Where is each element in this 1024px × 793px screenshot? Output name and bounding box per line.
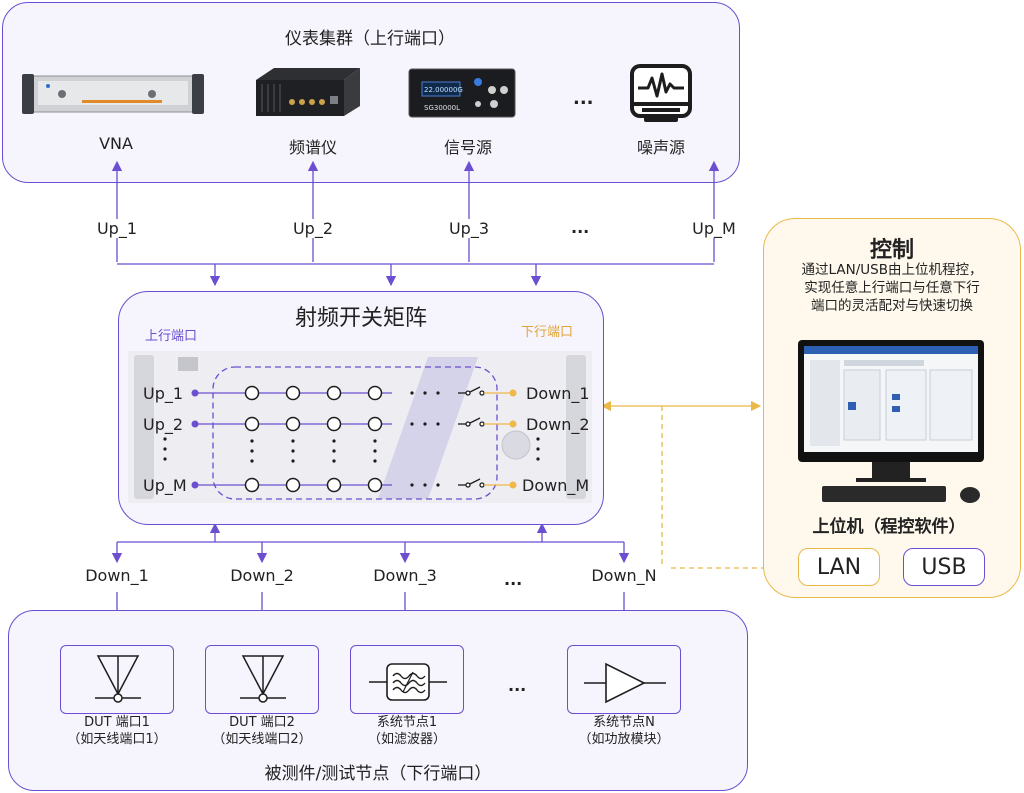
up-port-label: Up_2 — [278, 219, 348, 238]
instrument-group-title: 仪表集群（上行端口） — [285, 29, 455, 49]
antenna-icon — [95, 655, 141, 703]
upstream-port-header: 上行端口 — [145, 329, 198, 344]
dut-label-line2: （如功放模块） — [578, 732, 670, 747]
system-node-1-box — [350, 645, 464, 714]
down-port-label: Down_1 — [72, 566, 162, 585]
matrix-title: 射频开关矩阵 — [294, 306, 427, 331]
usb-port-button[interactable]: USB — [903, 548, 985, 586]
lan-port-button[interactable]: LAN — [798, 548, 880, 586]
host-computer-icon — [796, 340, 986, 506]
dut-label-line2: （如滤波器） — [367, 732, 446, 747]
dut-label-line2: （如天线端口2） — [212, 732, 312, 747]
spectrum-analyzer-icon — [248, 66, 366, 122]
instrument-name: VNA — [99, 134, 133, 153]
switch-matrix-diagram — [163, 366, 540, 500]
dut-port-1-box — [60, 645, 174, 714]
dut-ellipsis: ... — [508, 676, 527, 695]
matrix-right-port: Down_1 — [526, 384, 590, 403]
instrument-ellipsis: ... — [573, 88, 594, 109]
dut-label-line1: DUT 端口1 — [84, 715, 150, 730]
up-port-label: Up_1 — [82, 219, 152, 238]
amplifier-icon — [584, 662, 666, 704]
dut-group-title: 被测件/测试节点（下行端口） — [264, 764, 492, 784]
matrix-left-port: Up_1 — [143, 384, 184, 403]
dut-port-2-box — [205, 645, 319, 714]
control-desc-line: 通过LAN/USB由上位机程控， — [801, 262, 983, 278]
downstream-port-header: 下行端口 — [521, 325, 574, 340]
matrix-right-port: Down_M — [522, 476, 590, 495]
noise-source-icon — [630, 64, 692, 124]
up-port-label: Up_3 — [434, 219, 504, 238]
control-desc-line: 端口的灵活配对与快速切换 — [811, 298, 973, 314]
up-port-ellipsis: ... — [571, 218, 590, 237]
instrument-name: 噪声源 — [636, 138, 685, 157]
system-node-n-box — [567, 645, 681, 714]
instrument-name: 信号源 — [443, 138, 492, 157]
host-computer-label: 上位机（程控软件） — [812, 517, 966, 537]
dut-label-line1: DUT 端口2 — [229, 715, 295, 730]
down-port-label: Down_3 — [360, 566, 450, 585]
down-port-label: Down_2 — [217, 566, 307, 585]
matrix-left-port: Up_M — [143, 476, 187, 495]
up-port-label: Up_M — [679, 219, 749, 238]
down-port-ellipsis: ... — [504, 570, 523, 589]
svg-text:SG30000L: SG30000L — [424, 104, 460, 112]
antenna-icon — [240, 655, 286, 703]
control-title: 控制 — [869, 238, 914, 263]
signal-generator-icon: 22.00000G SG30000L — [408, 68, 516, 118]
vna-instrument-icon — [22, 72, 204, 116]
filter-icon — [369, 663, 447, 701]
dut-label-line2: （如天线端口1） — [67, 732, 167, 747]
svg-text:22.00000G: 22.00000G — [424, 86, 463, 94]
instrument-name: 频谱仪 — [288, 138, 337, 157]
matrix-right-port: Down_2 — [526, 415, 590, 434]
dut-label-line1: 系统节点1 — [376, 715, 438, 730]
control-desc-line: 实现任意上行端口与任意下行 — [804, 280, 980, 296]
dut-label-line1: 系统节点N — [593, 715, 655, 730]
matrix-left-port: Up_2 — [143, 415, 184, 434]
down-port-label: Down_N — [579, 566, 669, 585]
